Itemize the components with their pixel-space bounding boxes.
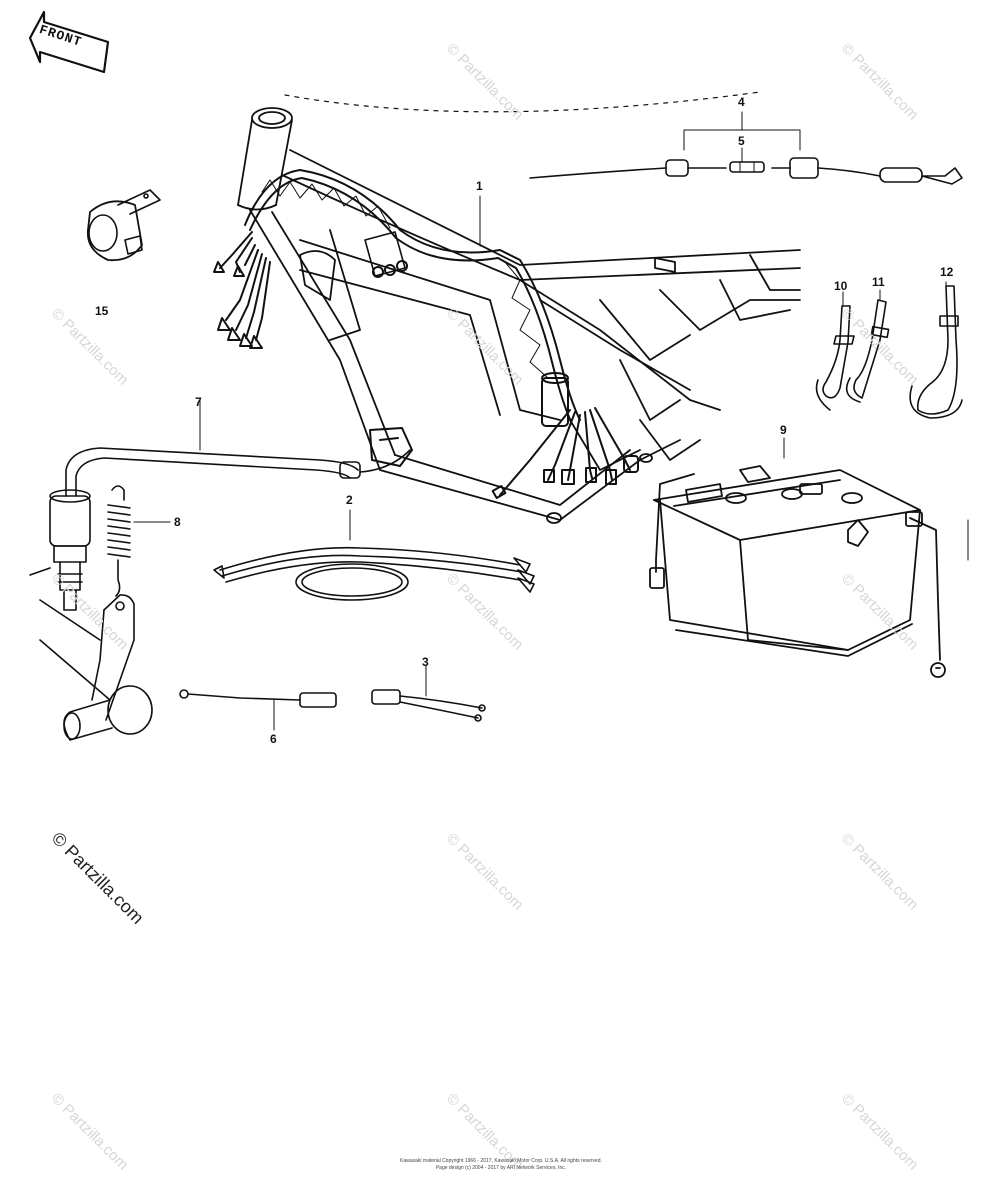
clamp-part-12 bbox=[909, 285, 963, 419]
callout-15: 15 bbox=[95, 304, 109, 318]
callout-10: 10 bbox=[834, 279, 848, 293]
main-wiring-harness bbox=[213, 169, 639, 499]
clamp-part-11 bbox=[845, 299, 890, 403]
battery-part-9 bbox=[649, 437, 969, 678]
callout-4: 4 bbox=[738, 95, 745, 109]
clamp-part-10 bbox=[815, 305, 855, 411]
lead-part-6 bbox=[179, 689, 337, 731]
callout-11: 11 bbox=[872, 275, 885, 289]
horn-part-15 bbox=[86, 189, 161, 262]
cable-part-7 bbox=[65, 399, 411, 497]
copyright-line-2: Page design (c) 2004 - 2017 by ARI Netwo… bbox=[435, 1165, 567, 1171]
callout-5: 5 bbox=[738, 134, 745, 148]
callout-3: 3 bbox=[422, 655, 429, 669]
callout-6: 6 bbox=[270, 732, 277, 746]
callout-2: 2 bbox=[346, 493, 353, 507]
motorcycle-frame bbox=[237, 107, 801, 524]
callout-1: 1 bbox=[476, 179, 483, 193]
callout-7: 7 bbox=[195, 395, 202, 409]
brake-pedal bbox=[29, 567, 153, 741]
lead-part-3 bbox=[371, 665, 486, 722]
callout-12: 12 bbox=[940, 265, 954, 279]
sub-harness-part-2 bbox=[213, 509, 535, 601]
tank-outline bbox=[284, 91, 761, 113]
leader-10-12 bbox=[842, 281, 947, 307]
callout-9: 9 bbox=[780, 423, 787, 437]
copyright-line-1: Kawasaki material Copyright 1966 - 2017,… bbox=[400, 1158, 602, 1164]
fuse-holder-assembly bbox=[529, 111, 963, 185]
front-arrow-icon bbox=[28, 10, 110, 74]
spring-part-8 bbox=[107, 485, 171, 597]
callout-8: 8 bbox=[174, 515, 181, 529]
switch-body-part-7 bbox=[49, 489, 91, 611]
